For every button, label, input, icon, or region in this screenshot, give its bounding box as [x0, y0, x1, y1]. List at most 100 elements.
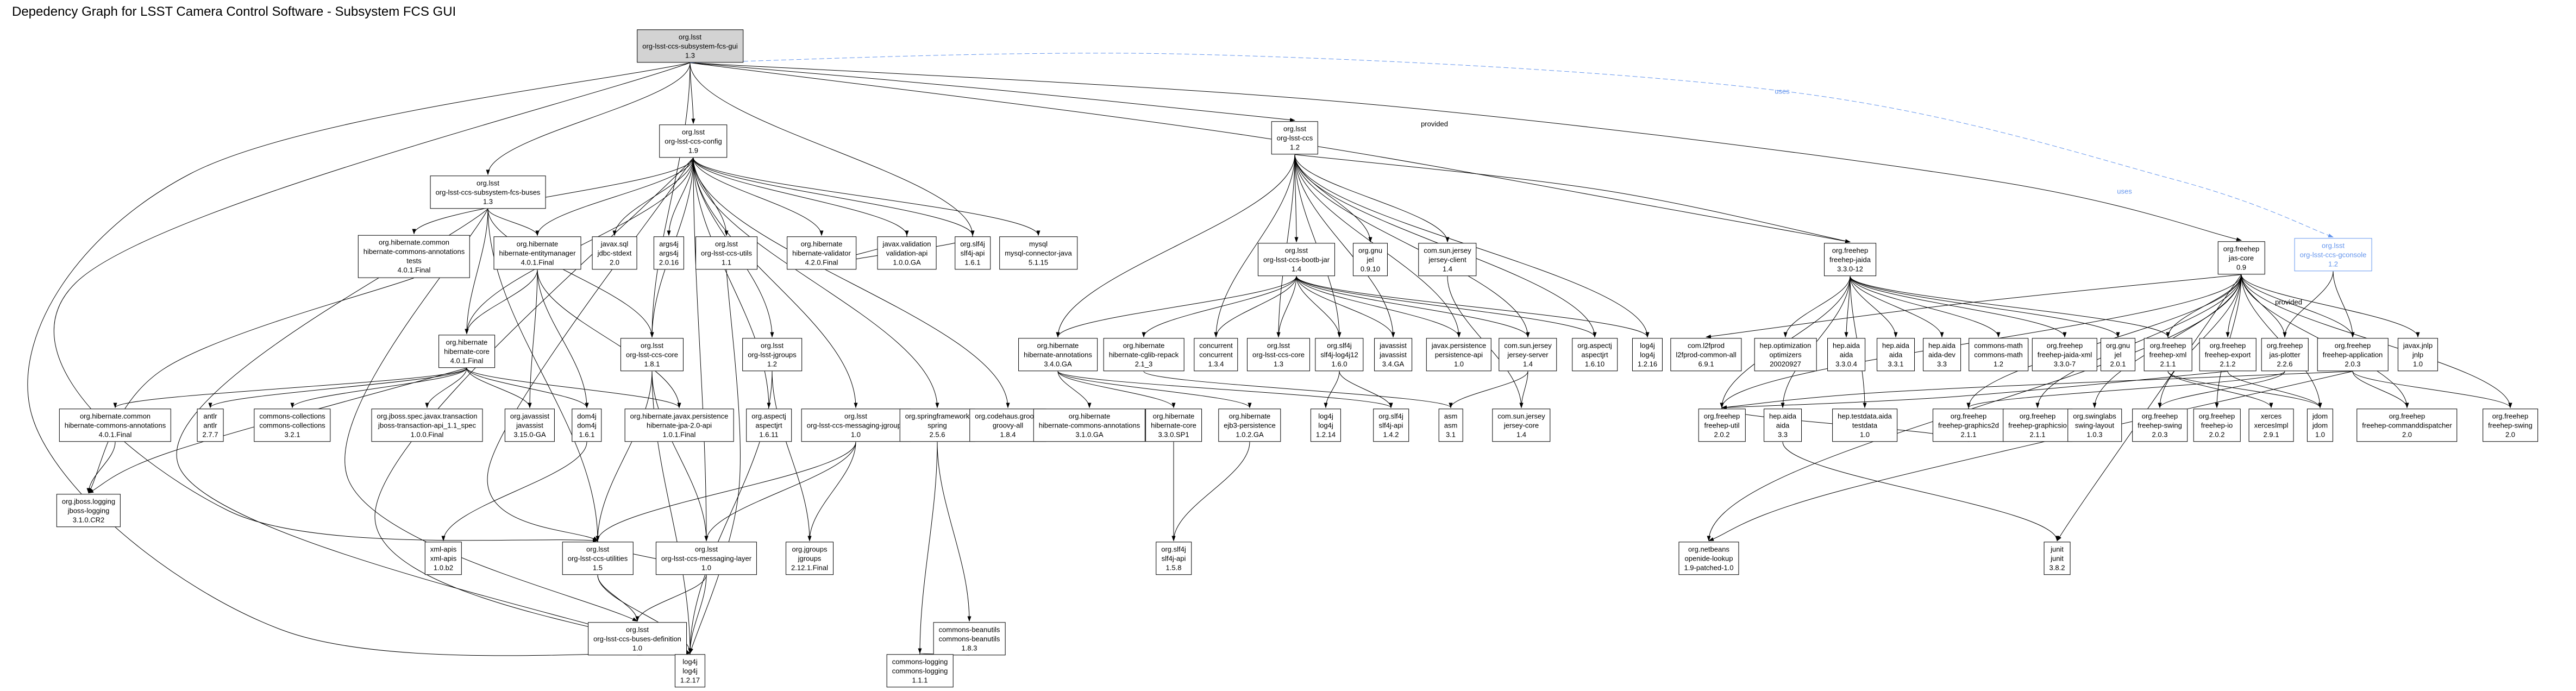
dependency-edge-config-spring — [693, 158, 939, 409]
node-label-line: openide-lookup — [1684, 554, 1733, 563]
node-label-line: 4.0.1.Final — [397, 266, 431, 275]
dependency-edge-ccs-jerseyclient — [1294, 154, 1450, 243]
node-label-line: 1.6.0 — [1331, 360, 1347, 368]
dependency-edge-root-fcsbuses — [486, 62, 691, 175]
node-label-line: 1.2 — [1993, 360, 2004, 368]
node-label-line: org-lsst-ccs-subsystem-fcs-buses — [435, 188, 541, 197]
node-label-line: 1.4 — [1516, 430, 1527, 439]
dependency-edge-jascore-fhapplication — [2241, 274, 2355, 338]
node-label-line: 1.0 — [701, 563, 712, 572]
node-label-line: 2.0.3 — [2345, 360, 2361, 368]
node-label-line: 0.9.10 — [1360, 265, 1381, 273]
node-label-line: org-lsst-ccs-messaging-layer — [661, 554, 752, 563]
dependency-edge-root-ccscore181 — [650, 62, 691, 338]
node-label-line: org.freehep — [1950, 412, 1987, 420]
node-label-line: dom4j — [577, 421, 597, 430]
dependency-edge-jaida-commonsmath — [1850, 276, 2001, 338]
node-label-line: 3.3.0.SP1 — [1158, 430, 1189, 439]
node-label-line: 1.3 — [685, 51, 695, 60]
node-label-line: org.hibernate — [1123, 341, 1165, 350]
node-label-line: 1.3 — [1273, 360, 1284, 368]
node-label-line: org.jboss.logging — [61, 497, 116, 506]
node-label-line: org.lsst — [1285, 246, 1308, 255]
node-label-line: com.sun.jersey — [1504, 341, 1552, 350]
node-label-line: args4j — [659, 240, 679, 248]
node-label-line: commons-logging — [892, 657, 948, 666]
node-label-line: org.lsst — [641, 341, 663, 350]
dependency-edge-bootbjar-log4j1216 — [1296, 276, 1650, 338]
node-label-line: hep.aida — [1833, 341, 1860, 350]
node-label-line: 1.0.3 — [2086, 430, 2103, 439]
node-label-line: org.hibernate — [800, 240, 843, 248]
node-label-line: hep.aida — [1882, 341, 1909, 350]
dependency-edge-root-ccs — [690, 62, 1295, 122]
node-label-line: freehep-xml — [2149, 350, 2187, 359]
node-label-line: org.lsst — [682, 128, 705, 136]
dependency-edge-fhapplication-fhswing2 — [2352, 371, 2512, 409]
node-label-line: 1.4 — [1442, 265, 1453, 273]
dependency-edge-bootbjar-jerseyserver — [1296, 276, 1530, 338]
dependency-edge-ccsutils-log4j1217 — [690, 269, 741, 654]
node-label-line: javax.sql — [600, 240, 629, 248]
node-label-line: freehep-swing — [2488, 421, 2533, 430]
dependency-edge-hibcore401-antlr — [208, 368, 467, 409]
node-label-line: persistence-api — [1434, 350, 1483, 359]
node-label-line: org.lsst — [2322, 241, 2345, 250]
node-label-line: org-lsst-ccs-gconsole — [2299, 250, 2367, 259]
node-label-line: org-lsst-ccs-utilities — [567, 554, 628, 563]
dependency-edge-jasplotter-graphics2d — [1966, 371, 2285, 409]
node-label-line: 1.0 — [632, 644, 643, 652]
dependency-edge-config-ccsutilities — [487, 158, 694, 542]
node-label-line: commons-beanutils — [938, 625, 1000, 634]
node-label-line: hep.aida — [1928, 341, 1955, 350]
node-label-line: hibernate-jpa-2.0-api — [647, 421, 712, 430]
node-label-line: 3.3.0.4 — [1835, 360, 1857, 368]
node-label-line: 1.0.0.GA — [893, 258, 921, 267]
node-label-line: xml-apis — [430, 545, 457, 554]
node-label-line: junit — [2051, 554, 2064, 563]
node-label-line: 1.1.1 — [912, 676, 928, 684]
dependency-edge-hibcore401-javassist315 — [466, 368, 532, 409]
node-label-line: org-lsst-ccs-buses-definition — [593, 635, 681, 643]
dependency-edge-jasplotter-freehepswing — [2158, 371, 2285, 409]
dependency-edge-hibcore401-hca3 — [113, 368, 467, 409]
node-label-line: 1.3.4 — [1208, 360, 1224, 368]
node-label-line: 1.0 — [850, 430, 861, 439]
node-label-line: org.freehep — [1703, 412, 1740, 420]
node-label-line: 20020927 — [1770, 360, 1801, 368]
dependency-edge-config-messaginglayer — [693, 158, 709, 542]
node-label-line: asm — [1444, 412, 1458, 420]
dependency-edge-jaida-jel201 — [1850, 276, 2120, 338]
node-label-line: 2.0.16 — [659, 258, 679, 267]
dependency-edge-jasblue-jasplotter — [2283, 271, 2334, 338]
node-label-line: 4.2.0.Final — [805, 258, 838, 267]
node-label-line: org.hibernate.common — [79, 412, 151, 420]
node-label-line: hibernate-core — [1151, 421, 1196, 430]
dependency-edge-ccsutilities-busesdef — [597, 575, 640, 622]
dependency-edge-jascore-netbeans — [1707, 274, 2242, 542]
node-label-line: 3.1.0.GA — [1075, 430, 1104, 439]
dependency-edge-root-config — [690, 62, 695, 124]
dependency-edge-root-jascore — [690, 62, 2242, 241]
node-label-line: 3.4.GA — [1382, 360, 1405, 368]
